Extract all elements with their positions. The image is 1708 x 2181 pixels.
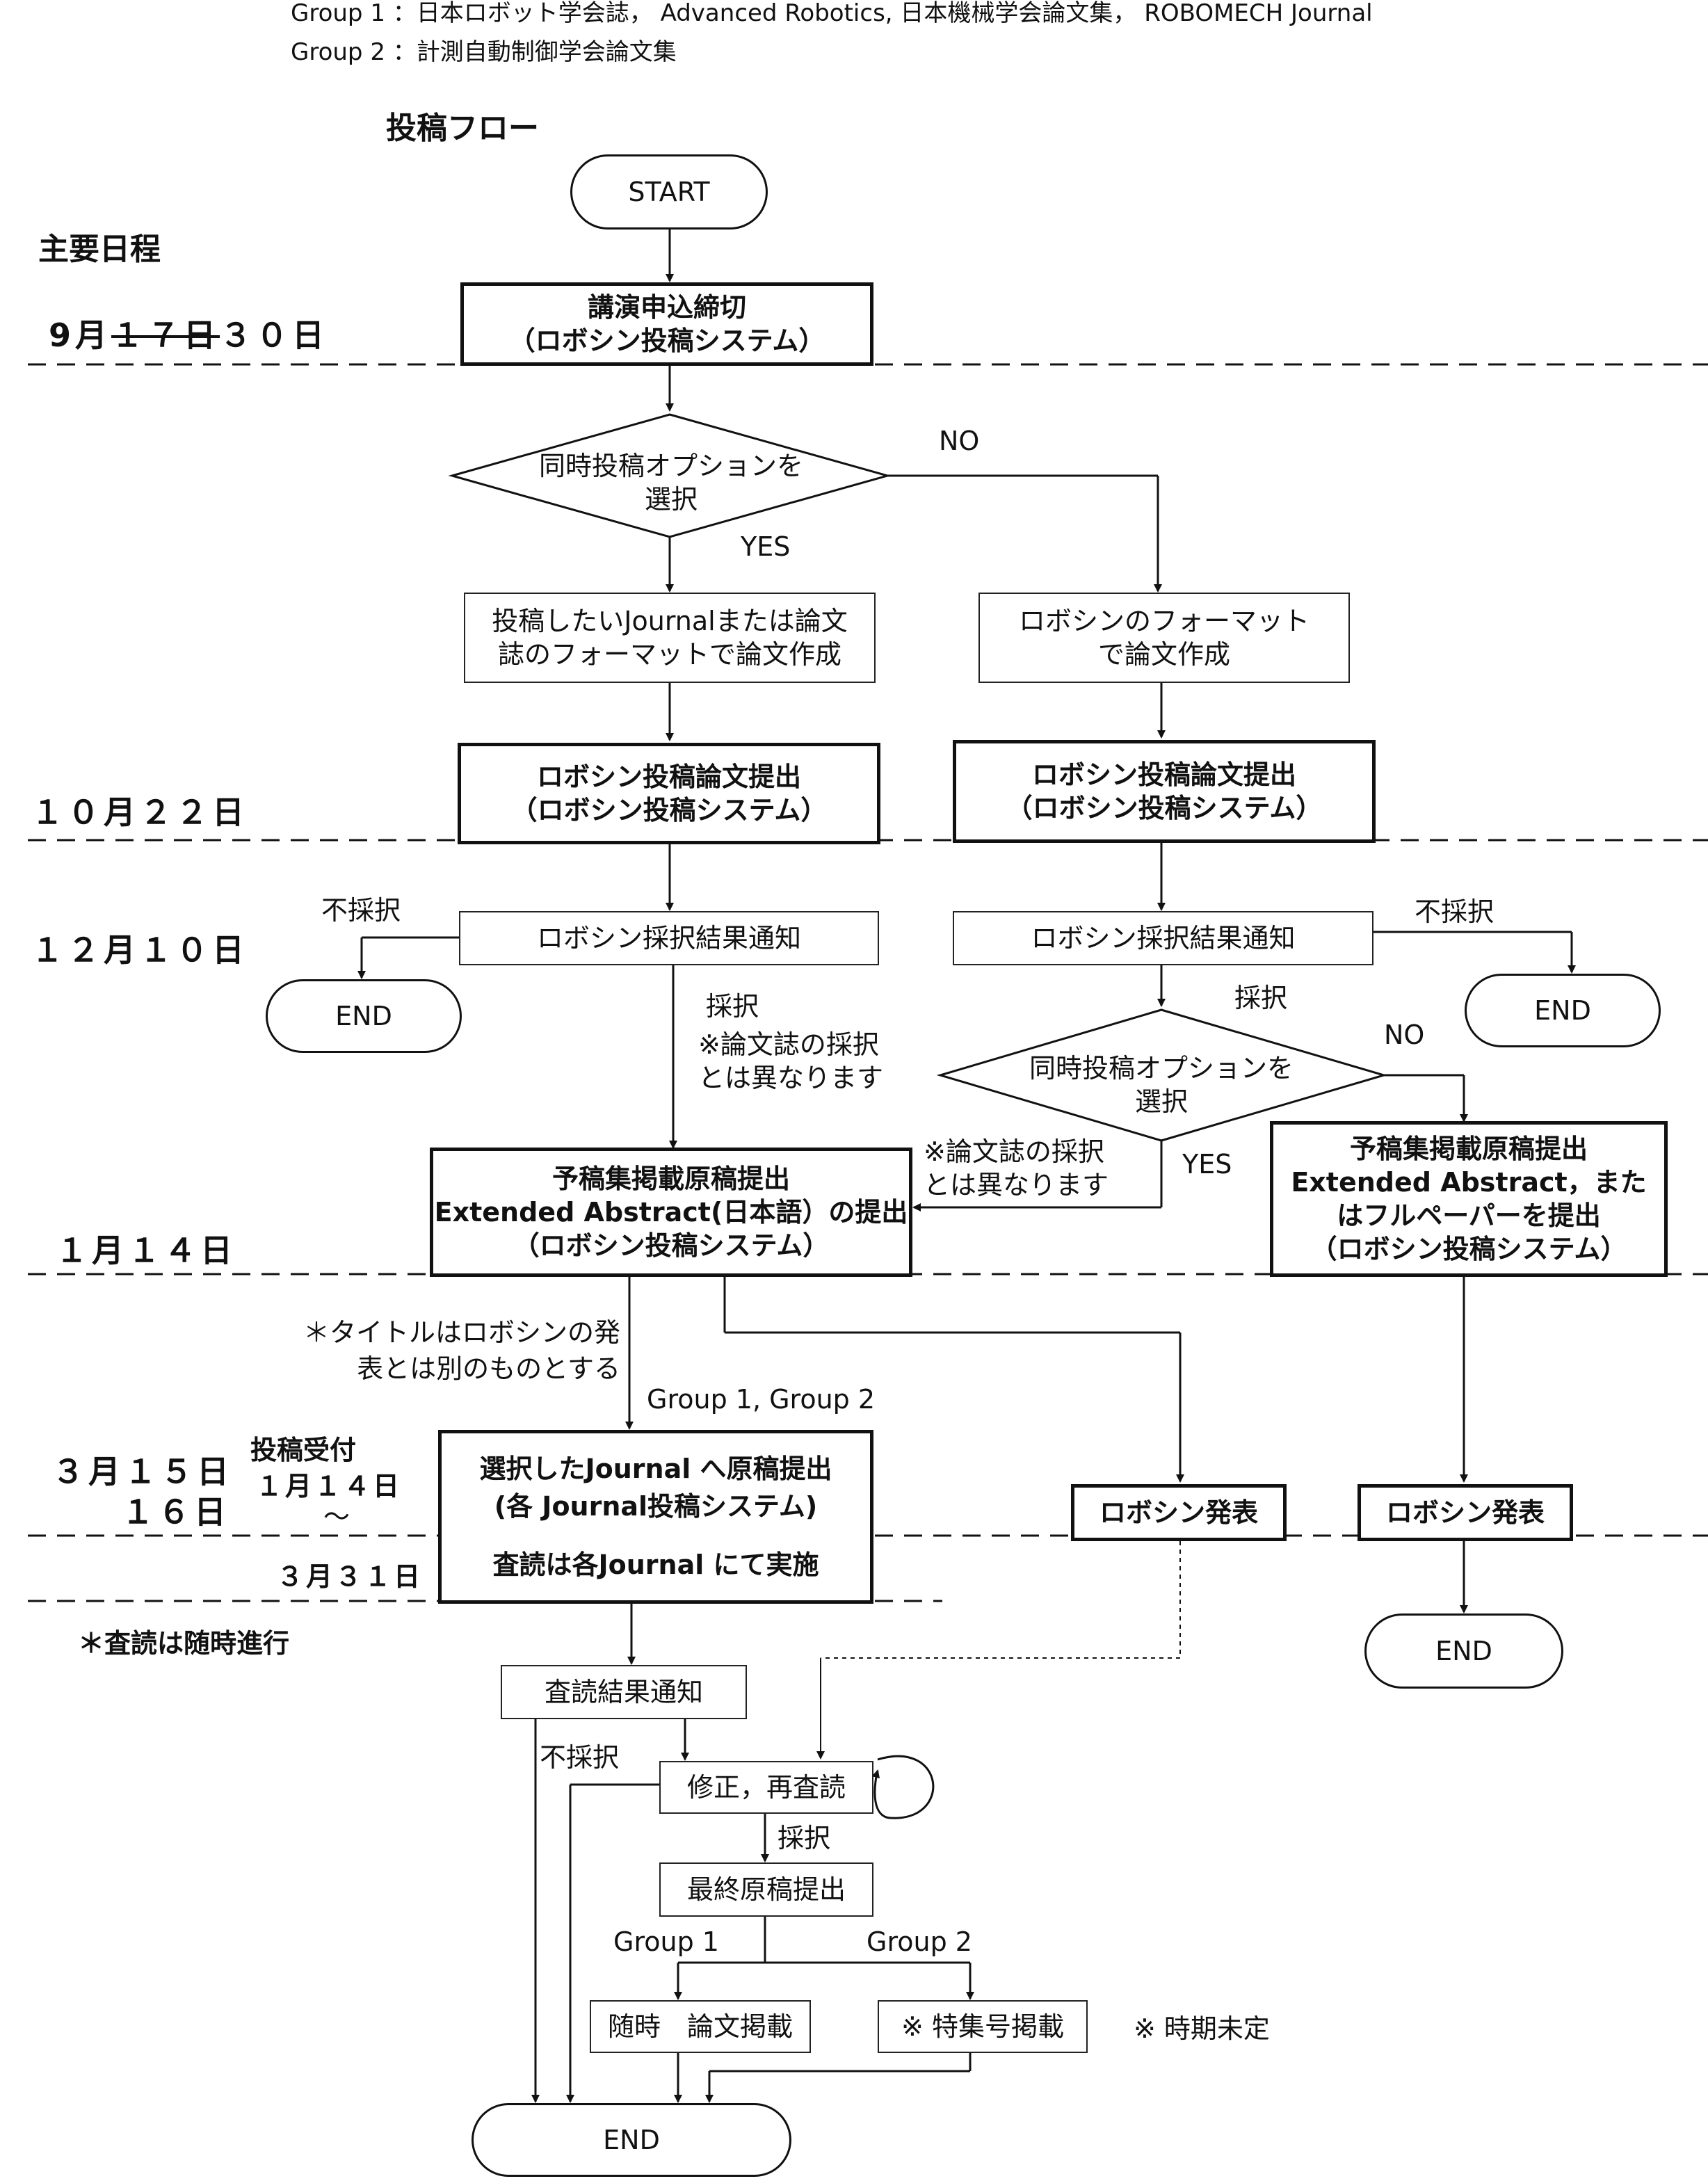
- submit-right-line2: （ロボシン投稿システム）: [1006, 793, 1323, 823]
- write-robosym-line2: で論文作成: [1097, 639, 1230, 670]
- submit-right-line1: ロボシン投稿論文提出: [1031, 759, 1296, 790]
- review-note: ＊査読は随時進行: [78, 1628, 290, 1659]
- submit-right-box: ロボシン投稿論文提出 （ロボシン投稿システム）: [953, 740, 1376, 843]
- journal-submit-line4: 査読は各Journal にて実施: [492, 1550, 819, 1580]
- preprint-left-line3: （ロボシン投稿システム）: [513, 1230, 830, 1261]
- no2-label: NO: [1384, 1020, 1425, 1050]
- title-note-line2: 表とは別のものとする: [357, 1353, 620, 1384]
- journal-submit-line2: (各 Journal投稿システム): [494, 1491, 818, 1522]
- group1-label: Group 1: [613, 1926, 719, 1957]
- publish-g2-box: ※ 特集号掲載: [878, 2000, 1088, 2053]
- preprint-right-line1: 予稿集掲載原稿提出: [1349, 1134, 1588, 1164]
- timing-note: ※ 時期未定: [1134, 2013, 1270, 2044]
- revise-box: 修正，再査読: [659, 1761, 873, 1814]
- present-right-box: ロボシン発表: [1357, 1484, 1573, 1541]
- final-box: 最終原稿提出: [659, 1862, 873, 1917]
- date-mar15: ３月１５日: [52, 1453, 233, 1490]
- reject-right-label: 不採択: [1415, 896, 1494, 927]
- date-mar16: １６日: [122, 1493, 230, 1531]
- decision1-line1: 同時投稿オプションを: [538, 451, 803, 481]
- groups-label: Group 1, Group 2: [647, 1384, 876, 1415]
- decision2-label: 同時投稿オプションを 選択: [1001, 1052, 1321, 1118]
- write-journal-line1: 投稿したいJournalまたは論文: [492, 606, 848, 636]
- note-mid: ※論文誌の採択 とは異なります: [924, 1135, 1109, 1202]
- date-sep: 9月１７日３０日: [49, 310, 328, 356]
- deadline-box: 講演申込締切 （ロボシン投稿システム）: [460, 282, 873, 366]
- write-robosym-box: ロボシンのフォーマット で論文作成: [978, 593, 1350, 683]
- preprint-left-line2: Extended Abstract(日本語）の提出: [434, 1197, 908, 1228]
- date-jan: １月１４日: [56, 1232, 236, 1269]
- write-robosym-line1: ロボシンのフォーマット: [1018, 606, 1310, 636]
- schedule-title: 主要日程: [38, 232, 161, 267]
- date-sep-struck: １７日: [111, 316, 220, 354]
- publish-g1-box: 随時 論文掲載: [590, 2000, 811, 2053]
- submit-left-line1: ロボシン投稿論文提出: [536, 762, 801, 792]
- end-left-terminal: END: [266, 979, 462, 1053]
- review-result-box: 査読結果通知: [501, 1665, 747, 1719]
- deadline-line2: （ロボシン投稿システム）: [508, 325, 825, 356]
- date-separators: [28, 363, 1708, 1602]
- notify-left-box: ロボシン採択結果通知: [459, 911, 879, 965]
- submit-left-box: ロボシン投稿論文提出 （ロボシン投稿システム）: [458, 743, 880, 844]
- end-present-terminal: END: [1364, 1613, 1563, 1689]
- decision1-line2: 選択: [644, 484, 698, 515]
- note-left-line2: とは異なります: [698, 1063, 884, 1093]
- reject-review-label: 不採択: [540, 1742, 620, 1773]
- group1-legend: Group 1 ：日本ロボット学会誌， Advanced Robotics, 日…: [291, 0, 1373, 27]
- date-dec: １２月１０日: [31, 931, 248, 969]
- date-sep-new: ３０日: [220, 316, 329, 354]
- submit-left-line2: （ロボシン投稿システム）: [510, 795, 828, 826]
- title-note: ＊タイトルはロボシンの発 表とは別のものとする: [273, 1314, 620, 1387]
- yes1-label: YES: [741, 531, 791, 562]
- decision1-label: 同時投稿オプションを 選択: [508, 449, 835, 516]
- end-right-terminal: END: [1465, 974, 1661, 1047]
- preprint-right-box: 予稿集掲載原稿提出 Extended Abstract，また はフルペーパーを提…: [1270, 1121, 1668, 1277]
- preprint-left-line1: 予稿集掲載原稿提出: [551, 1164, 790, 1194]
- reject-left-label: 不採択: [321, 895, 401, 926]
- journal-submit-box: 選択したJournal へ原稿提出 (各 Journal投稿システム) 査読は各…: [438, 1430, 873, 1604]
- preprint-left-box: 予稿集掲載原稿提出 Extended Abstract(日本語）の提出 （ロボシ…: [430, 1148, 912, 1277]
- accept-left-label: 採択: [706, 991, 759, 1022]
- date-mar31: ３月３１日: [277, 1561, 424, 1592]
- write-journal-box: 投稿したいJournalまたは論文 誌のフォーマットで論文作成: [464, 593, 876, 683]
- yes2-label: YES: [1182, 1149, 1232, 1180]
- preprint-right-line2: Extended Abstract，また: [1291, 1167, 1647, 1198]
- note-mid-line1: ※論文誌の採択: [924, 1136, 1104, 1167]
- group2-legend: Group 2 ：計測自動制御学会論文集: [291, 38, 677, 66]
- no1-label: NO: [939, 426, 980, 456]
- submission-window-label: 投稿受付: [250, 1435, 357, 1465]
- flow-title: 投稿フロー: [386, 111, 539, 146]
- present-mid-box: ロボシン発表: [1071, 1484, 1287, 1541]
- date-oct: １０月２２日: [31, 794, 248, 831]
- date-sep-prefix: 9月: [49, 316, 112, 354]
- submission-window-tilde: ～: [323, 1502, 351, 1532]
- start-terminal: START: [570, 154, 768, 230]
- accept-right-label: 採択: [1234, 983, 1288, 1013]
- preprint-right-line4: （ロボシン投稿システム）: [1310, 1234, 1627, 1264]
- notify-right-box: ロボシン採択結果通知: [953, 911, 1373, 965]
- note-left-line1: ※論文誌の採択: [698, 1029, 879, 1060]
- note-mid-line2: とは異なります: [924, 1170, 1109, 1200]
- submission-window-from: １月１４日: [256, 1471, 403, 1502]
- decision2-line2: 選択: [1134, 1086, 1188, 1117]
- preprint-right-line3: はフルペーパーを提出: [1337, 1200, 1601, 1231]
- note-left: ※論文誌の採択 とは異なります: [698, 1028, 883, 1095]
- deadline-line1: 講演申込締切: [587, 292, 746, 323]
- accept-review-label: 採択: [778, 1823, 831, 1853]
- write-journal-line2: 誌のフォーマットで論文作成: [497, 639, 841, 670]
- decision2-line1: 同時投稿オプションを: [1029, 1053, 1294, 1084]
- group2-label: Group 2: [867, 1926, 972, 1957]
- journal-submit-line1: 選択したJournal へ原稿提出: [479, 1454, 832, 1484]
- title-note-line1: ＊タイトルはロボシンの発: [303, 1317, 620, 1348]
- end-bottom-terminal: END: [472, 2103, 791, 2177]
